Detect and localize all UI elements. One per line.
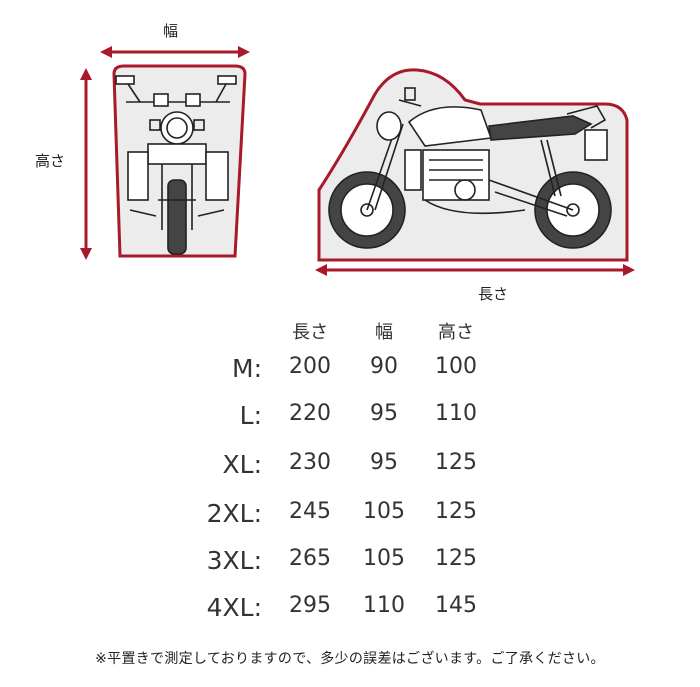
length-value: 295 <box>289 593 331 618</box>
width-value: 105 <box>363 499 405 524</box>
size-label: 2XL: <box>206 499 262 528</box>
width-value: 105 <box>363 546 405 571</box>
header-width: 幅 <box>375 322 393 343</box>
length-label: 長さ <box>478 285 509 303</box>
size-label: 3XL: <box>206 546 262 575</box>
table-header-row: 長さ 幅 高さ <box>0 318 700 358</box>
size-label: M: <box>232 354 262 383</box>
size-label: 4XL: <box>206 593 262 622</box>
header-length: 長さ <box>292 322 328 343</box>
length-value: 265 <box>289 546 331 571</box>
motorcycle-front-icon <box>115 75 237 255</box>
height-value: 145 <box>435 593 477 618</box>
width-value: 95 <box>370 450 398 475</box>
table-row-l: L: 220 95 110 <box>0 401 700 441</box>
width-arrow <box>100 46 250 58</box>
height-label: 高さ <box>35 152 66 170</box>
table-row-3xl: 3XL: 265 105 125 <box>0 546 700 586</box>
length-value: 200 <box>289 354 331 379</box>
size-label: XL: <box>222 450 262 479</box>
size-label: L: <box>239 401 262 430</box>
width-label: 幅 <box>163 22 179 40</box>
table-row-m: M: 200 90 100 <box>0 354 700 394</box>
length-arrow <box>315 264 635 276</box>
width-value: 90 <box>370 354 398 379</box>
length-value: 230 <box>289 450 331 475</box>
measurement-note: ※平置きで測定しておりますので、多少の誤差はございます。ご了承ください。 <box>95 651 605 667</box>
width-value: 95 <box>370 401 398 426</box>
height-arrow <box>80 68 92 260</box>
height-value: 110 <box>435 401 477 426</box>
width-value: 110 <box>363 593 405 618</box>
length-value: 220 <box>289 401 331 426</box>
length-value: 245 <box>289 499 331 524</box>
motorcycle-side-icon <box>328 87 612 249</box>
height-value: 100 <box>435 354 477 379</box>
front-view-diagram <box>80 46 250 260</box>
table-row-4xl: 4XL: 295 110 145 <box>0 593 700 633</box>
header-height: 高さ <box>438 322 474 343</box>
height-value: 125 <box>435 499 477 524</box>
height-value: 125 <box>435 546 477 571</box>
height-value: 125 <box>435 450 477 475</box>
table-row-2xl: 2XL: 245 105 125 <box>0 499 700 539</box>
table-row-xl: XL: 230 95 125 <box>0 450 700 490</box>
side-view-diagram <box>315 68 635 276</box>
